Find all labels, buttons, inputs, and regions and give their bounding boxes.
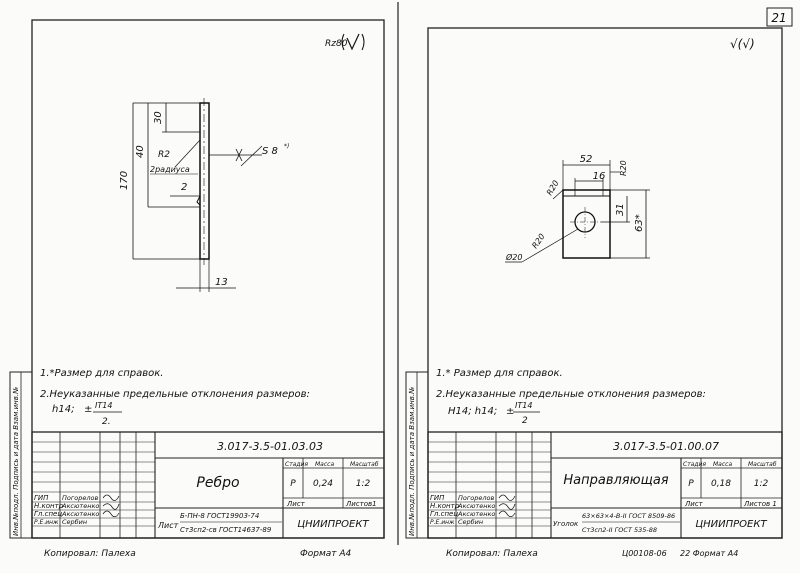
dim-thickness: S 8 (262, 146, 278, 157)
left-material-1: Б-ПН-8 ГОСТ19903-74 (180, 512, 259, 520)
dim-63: 63* (634, 214, 645, 232)
left-part-name: Ребро (196, 475, 239, 491)
svg-text:±: ± (84, 404, 92, 415)
left-name-3: Сербин (62, 518, 87, 526)
dim-r20-b: R20 (530, 232, 546, 250)
left-name-1: Аксютенко (61, 502, 99, 510)
left-role-0: ГИП (34, 494, 49, 502)
dim-31: 31 (615, 203, 626, 216)
right-mass: 0,18 (711, 479, 731, 489)
svg-text:Уголок: Уголок (553, 520, 579, 528)
right-name-0: Погорелов (458, 494, 495, 502)
left-org: ЦНИИПРОЕКТ (297, 519, 369, 530)
left-doc-code: 3.017-3.5-01.03.03 (217, 440, 323, 453)
right-scale: 1:2 (754, 479, 769, 489)
dim-52: 52 (580, 154, 593, 165)
right-doc-code: 3.017-3.5-01.00.07 (613, 440, 719, 453)
left-note-1: 1.*Размер для справок. (40, 368, 163, 379)
right-sheet: Инв.№подл. Подпись и дата Взам.инв.№ √(√… (405, 27, 783, 559)
left-name-2: Аксютенко (61, 510, 99, 518)
rib-part (196, 98, 210, 265)
sheet-number-box (766, 7, 793, 27)
right-name-3: Сербин (458, 518, 483, 526)
svg-text:±: ± (506, 406, 514, 417)
dim-r2: R2 (158, 150, 170, 160)
right-copy: Копировал: Палеха (446, 549, 538, 559)
right-name-2: Аксютенко (457, 510, 495, 518)
dim-2: 2 (181, 182, 187, 193)
right-roughness-label: √(√) (730, 37, 755, 51)
svg-text:h14;: h14; (52, 404, 74, 415)
right-note-2: 2.Неуказанные предельные отклонения разм… (436, 389, 706, 400)
svg-text:Масштаб: Масштаб (748, 461, 777, 468)
svg-text:Масштаб: Масштаб (350, 461, 379, 468)
guide-part (562, 189, 611, 259)
svg-text:Стадия: Стадия (285, 461, 308, 468)
left-stage: Р (290, 479, 296, 489)
left-side-strip-text: Инв.№подл. Подпись и дата Взам.инв.№ (12, 387, 20, 536)
right-signatures (498, 494, 516, 518)
svg-text:Листов1: Листов1 (345, 500, 377, 508)
right-org: ЦНИИПРОЕКТ (695, 519, 767, 530)
right-name-1: Аксютенко (457, 502, 495, 510)
left-material-2: Ст3сп2-св ГОСТ14637-89 (180, 526, 272, 534)
right-material-1: 63×63×4-В-II ГОСТ 8509-86 (582, 512, 675, 520)
right-extra-code: Ц00108-06 (622, 549, 667, 558)
left-role-2: Гл.спец (34, 510, 62, 518)
left-role-1: Н.контр (34, 502, 64, 510)
left-copy: Копировал: Палеха (44, 549, 136, 559)
left-mass: 0,24 (313, 479, 333, 489)
right-title-block: ГИП Н.контр Гл.спец Р.Е.инж Погорелов Ак… (427, 431, 783, 539)
dim-30: 30 (153, 111, 164, 124)
right-role-2: Гл.спец (430, 510, 458, 518)
left-name-0: Погорелов (62, 494, 99, 502)
right-part-name: Направляющая (563, 473, 668, 488)
guide-outline (562, 189, 611, 259)
left-roughness-check-icon (346, 33, 360, 51)
right-role-3: Р.Е.инж (430, 519, 455, 526)
svg-text:Лист: Лист (684, 500, 704, 508)
svg-text:2.: 2. (102, 417, 111, 427)
dim-diameter: Ø20 (505, 252, 522, 262)
svg-text:Лист: Лист (157, 521, 179, 530)
svg-text:*): *) (284, 143, 289, 150)
svg-text:Масса: Масса (315, 461, 334, 468)
svg-text:IT14: IT14 (95, 401, 112, 410)
left-scale: 1:2 (356, 479, 371, 489)
right-note-1: 1.* Размер для справок. (436, 368, 563, 379)
dim-40: 40 (135, 145, 146, 158)
svg-text:Масса: Масса (713, 461, 732, 468)
right-material-2: Ст3сп2-II ГОСТ 535-88 (582, 526, 657, 534)
svg-text:IT14: IT14 (515, 401, 532, 410)
left-note-2: 2.Неуказанные предельные отклонения разм… (40, 389, 310, 400)
svg-text:Стадия: Стадия (683, 461, 706, 468)
svg-text:H14; h14;: H14; h14; (448, 406, 497, 417)
left-role-3: Р.Е.инж (34, 519, 59, 526)
left-format: Формат А4 (300, 549, 352, 559)
right-side-strip-text: Инв.№подл. Подпись и дата Взам.инв.№ (408, 387, 416, 536)
dim-r2-note: 2радиуса (150, 165, 190, 174)
dim-16: 16 (593, 171, 606, 182)
left-roughness-label: Rz80 (325, 39, 348, 49)
svg-text:2: 2 (522, 416, 528, 426)
rib-chamfer (196, 195, 201, 206)
rib-outline (199, 102, 210, 260)
left-signatures (102, 494, 120, 518)
dim-r20-top: R20 (619, 160, 628, 176)
dim-170: 170 (119, 171, 130, 190)
left-title-block: ГИП Н.контр Гл.спец Р.Е.инж Погорелов Ак… (31, 431, 385, 539)
sheet-number: 21 (771, 11, 786, 25)
svg-text:Лист: Лист (286, 500, 306, 508)
right-role-0: ГИП (430, 494, 445, 502)
dim-13: 13 (215, 277, 228, 288)
svg-text:Листов 1: Листов 1 (743, 500, 777, 508)
right-stage: Р (688, 479, 694, 489)
left-sheet: Инв.№подл. Подпись и дата Взам.инв.№ Rz8… (9, 19, 385, 559)
right-format: 22 Формат А4 (680, 549, 738, 558)
right-role-1: Н.контр (430, 502, 460, 510)
